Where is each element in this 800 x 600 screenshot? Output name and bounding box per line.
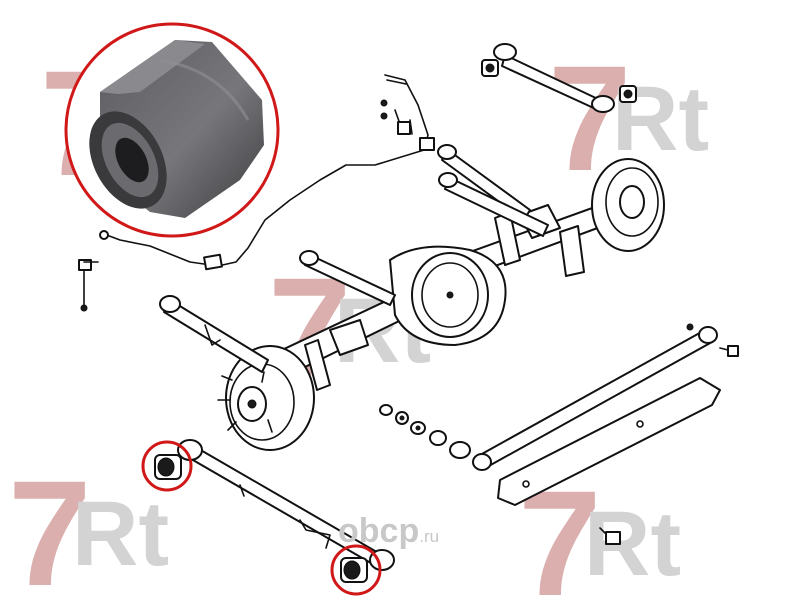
watermark-letters: Rt xyxy=(612,68,709,170)
axle-housing xyxy=(217,158,665,451)
logo-name: obcp xyxy=(338,512,420,550)
watermark-letters: Rt xyxy=(72,483,169,585)
track-bar xyxy=(472,323,739,545)
upper-links xyxy=(299,144,549,306)
small-hardware-row xyxy=(379,404,471,459)
lower-trailing-arm-left xyxy=(159,295,269,373)
bushing-highlight-circle xyxy=(330,544,382,596)
bushing-zoom-photo xyxy=(64,22,280,238)
watermark-seven: 7 xyxy=(8,449,91,600)
brake-line xyxy=(78,74,435,312)
zoom-highlight-circle xyxy=(64,22,280,238)
watermark-bottom-left: 7 Rt xyxy=(8,449,169,600)
highlighted-bushing-left xyxy=(141,440,193,492)
highlighted-bushing-bottom xyxy=(330,544,382,596)
watermark-letters: Rt xyxy=(584,493,681,595)
bushing-highlight-circle xyxy=(141,440,193,492)
obcp-logo: obcp.ru xyxy=(338,512,439,551)
upper-control-arm xyxy=(481,43,637,113)
logo-domain: .ru xyxy=(419,527,440,546)
